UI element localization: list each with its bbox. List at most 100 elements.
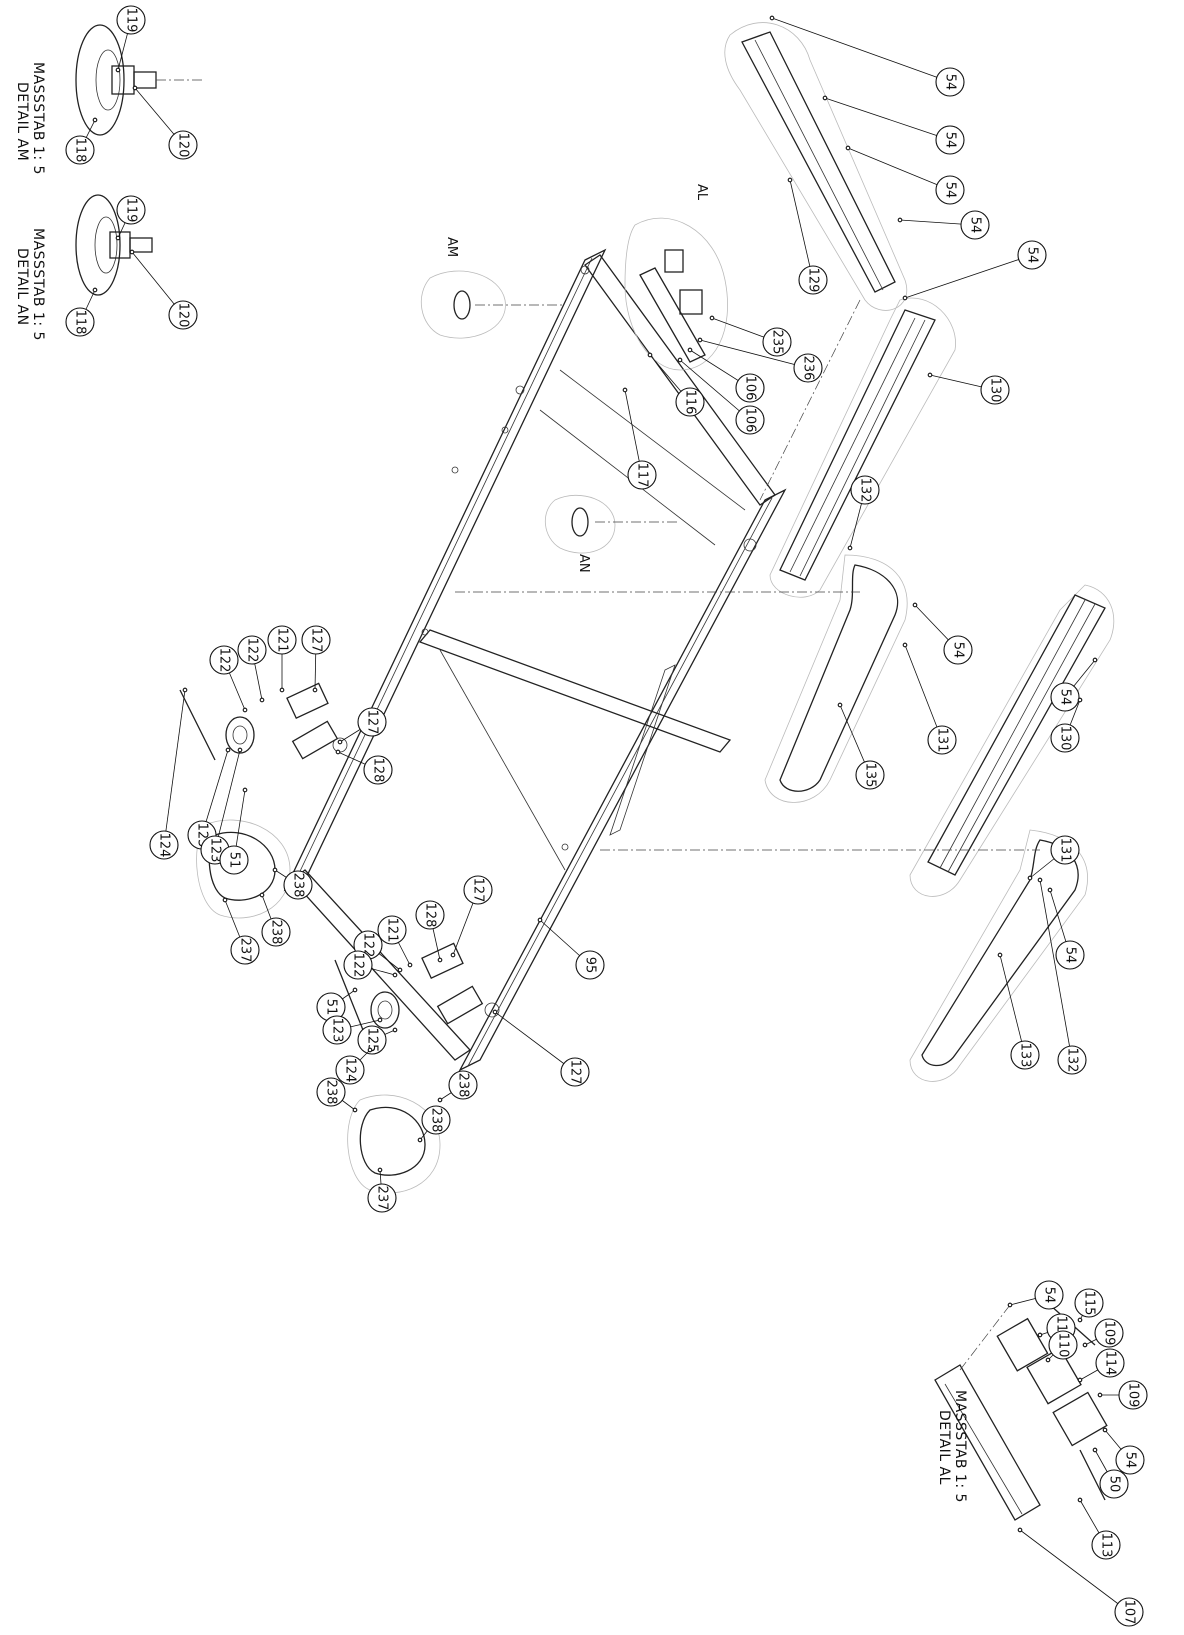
leader-arrowhead <box>407 962 413 968</box>
callout-bubble <box>1115 1445 1145 1475</box>
callout-label: 130 <box>988 378 1003 403</box>
leader-arrowhead <box>92 117 98 123</box>
leader-arrowhead <box>392 972 398 978</box>
leader-line <box>214 749 241 851</box>
callout-bubble <box>357 1025 387 1055</box>
leader-arrowhead <box>259 697 265 703</box>
callout-238: 238 <box>417 1105 451 1143</box>
leader-arrowhead <box>279 687 285 693</box>
cover-129 <box>724 22 908 311</box>
callout-bubble <box>935 67 965 97</box>
callout-124: 124 <box>335 1047 373 1085</box>
callout-bubble <box>1118 1380 1148 1410</box>
callout-label: 128 <box>371 758 386 783</box>
callout-label: 238 <box>456 1073 471 1098</box>
leader-arrowhead <box>1027 875 1033 881</box>
callout-label: 114 <box>1103 1351 1118 1376</box>
callout-bubble <box>363 755 393 785</box>
detail-an-title: DETAIL AN <box>14 248 30 326</box>
leader-arrowhead <box>677 357 683 363</box>
callout-54: 54 <box>912 602 973 665</box>
callout-label: 122 <box>217 648 232 673</box>
wheel-assembly-right <box>334 942 500 1194</box>
callout-label: 54 <box>1123 1452 1138 1469</box>
leader-arrowhead <box>397 967 403 973</box>
callout-131: 131 <box>902 642 957 755</box>
leader-arrowhead <box>787 177 793 183</box>
callout-118: 118 <box>65 287 98 337</box>
callout-109: 109 <box>1097 1380 1148 1410</box>
callout-127: 127 <box>301 625 331 693</box>
callout-130: 130 <box>927 372 1010 405</box>
leader-arrowhead <box>352 987 358 993</box>
callout-label: 127 <box>471 878 486 903</box>
callout-bubble <box>850 475 880 505</box>
leader-arrowhead <box>437 957 443 963</box>
leader-arrowhead <box>242 787 248 793</box>
callout-109: 109 <box>1082 1318 1124 1348</box>
callout-label: 238 <box>269 920 284 945</box>
leader-arrowhead <box>337 739 343 745</box>
view-marker-an: AN <box>576 554 591 573</box>
callout-95: 95 <box>537 917 605 980</box>
callout-237: 237 <box>222 897 260 965</box>
detail-an-drawing <box>75 194 153 296</box>
leader-arrowhead <box>1047 887 1053 893</box>
callout-label: 130 <box>1058 726 1073 751</box>
leader-arrowhead <box>115 67 121 73</box>
callout-bubble <box>1010 1040 1040 1070</box>
leader-arrowhead <box>837 702 843 708</box>
leader-line <box>771 17 951 83</box>
callout-bubble <box>267 625 297 655</box>
leader-line <box>1039 879 1073 1061</box>
leader-arrowhead <box>687 347 693 353</box>
leader-arrowhead <box>1097 1392 1103 1398</box>
callout-bubble <box>237 635 267 665</box>
leader-arrowhead <box>1077 697 1083 703</box>
detail-al-scale: MASSSTAB 1: 5 <box>952 1390 968 1503</box>
callout-115: 115 <box>1074 1288 1104 1323</box>
callout-237: 237 <box>367 1167 397 1213</box>
detail-am-scale: MASSSTAB 1: 5 <box>30 62 46 175</box>
leader-line <box>789 179 814 281</box>
callout-127: 127 <box>492 1009 590 1087</box>
leader-arrowhead <box>259 892 265 898</box>
callout-107: 107 <box>1017 1527 1144 1627</box>
callout-110: 110 <box>1045 1330 1078 1363</box>
callout-132: 132 <box>1037 877 1087 1075</box>
callout-bubble <box>627 460 657 490</box>
callout-bubble <box>116 5 146 35</box>
callout-bubble <box>209 645 239 675</box>
leader-arrowhead <box>450 952 456 958</box>
callout-label: 120 <box>176 303 191 328</box>
leader-arrowhead <box>1045 1357 1051 1363</box>
callout-bubble <box>793 353 823 383</box>
callout-label: 127 <box>365 710 380 735</box>
callout-bubble <box>575 950 605 980</box>
callout-label: 107 <box>1122 1600 1137 1625</box>
callout-bubble <box>1114 1597 1144 1627</box>
leader-line <box>847 147 951 191</box>
callout-130: 130 <box>1050 697 1083 753</box>
callout-54: 54 <box>897 210 990 240</box>
callout-label: 237 <box>375 1186 390 1211</box>
detail-am-marker: AM <box>421 237 565 339</box>
callout-bubble <box>463 875 493 905</box>
callout-bubble <box>935 125 965 155</box>
callout-label: 51 <box>227 852 242 869</box>
callout-121: 121 <box>377 915 413 968</box>
callout-119: 119 <box>115 195 146 241</box>
callout-label: 238 <box>429 1108 444 1133</box>
leader-line <box>699 339 809 369</box>
callout-235: 235 <box>709 315 792 357</box>
leader-arrowhead <box>647 352 653 358</box>
callout-bubble <box>219 845 249 875</box>
callout-113: 113 <box>1077 1497 1121 1560</box>
callout-label: 51 <box>324 999 339 1016</box>
callout-123: 123 <box>322 1015 383 1045</box>
callout-bubble <box>1055 940 1085 970</box>
callout-bubble <box>735 405 765 435</box>
cover-135 <box>764 554 908 803</box>
callout-label: 132 <box>1065 1048 1080 1073</box>
